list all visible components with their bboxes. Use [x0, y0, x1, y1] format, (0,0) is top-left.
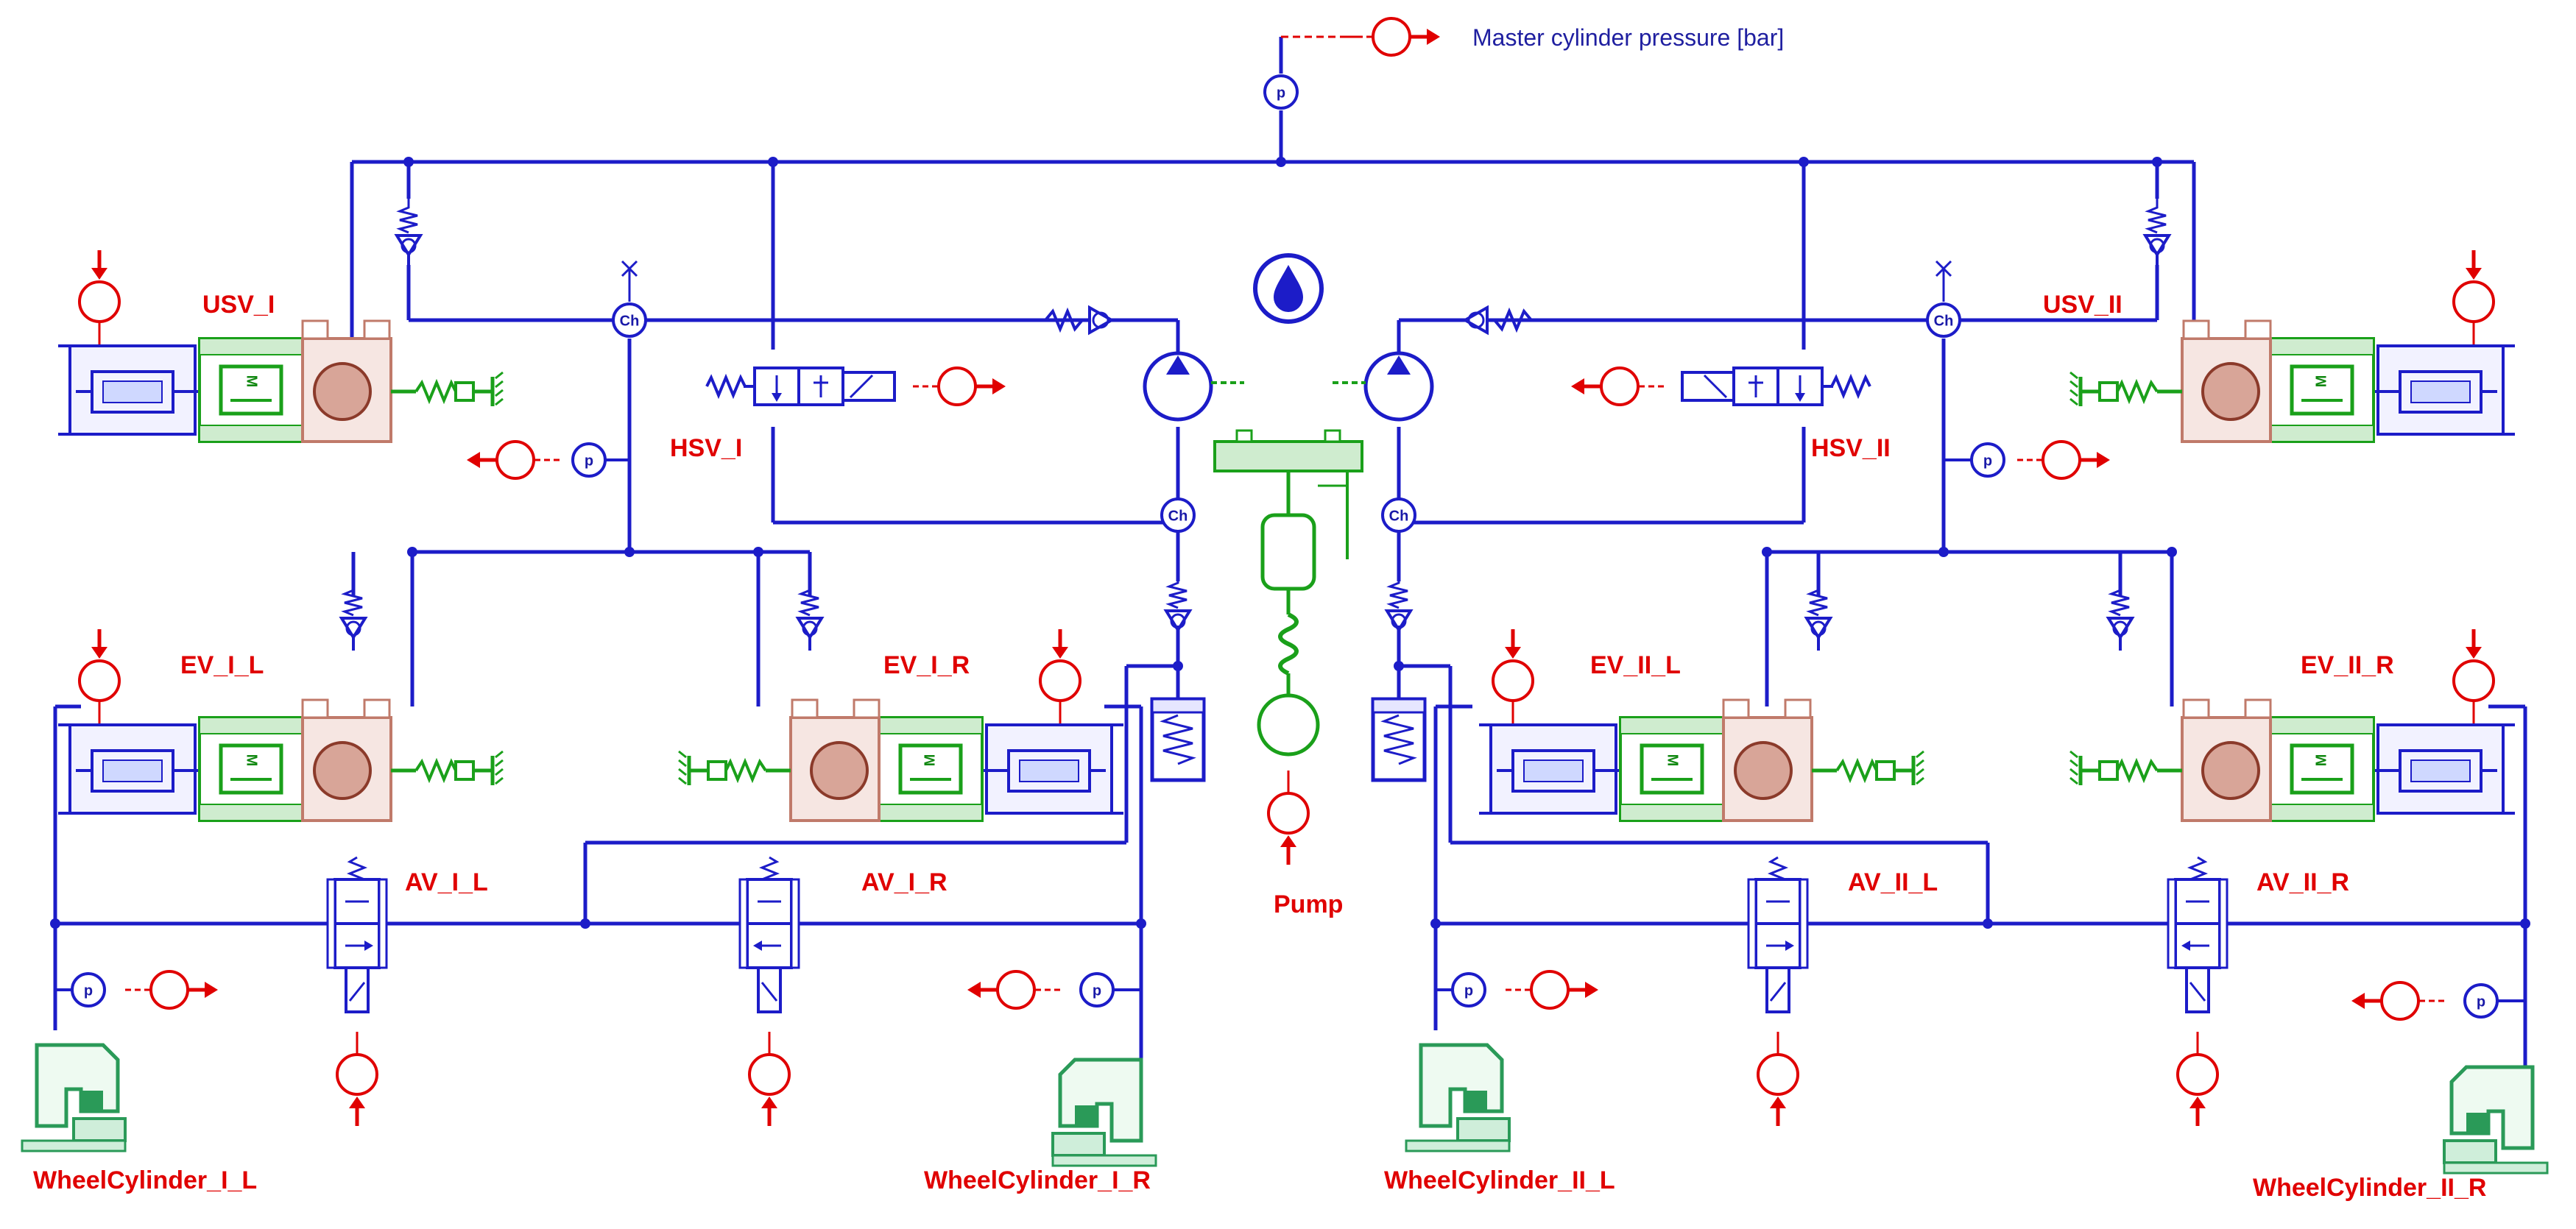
- av1l-valve: [326, 856, 388, 1126]
- hydraulic-lines: [53, 37, 2527, 1067]
- usv2-label: USV_II: [2043, 291, 2122, 319]
- ev1l-valve: [58, 580, 503, 821]
- pump2: Ch: [1333, 353, 1432, 780]
- chamber-glyph: Ch: [1389, 508, 1409, 524]
- av2l-label: AV_II_L: [1848, 868, 1938, 896]
- pump-motor: [1213, 429, 1363, 865]
- av2r-valve: [2167, 856, 2229, 1126]
- chamber-1: Ch: [612, 260, 647, 338]
- ev1r-label: EV_I_R: [883, 651, 970, 679]
- wheel1r-pressure-sensor: p: [967, 971, 1141, 1008]
- chamber-glyph: Ch: [620, 313, 640, 329]
- master-pressure-label: Master cylinder pressure [bar]: [1472, 24, 1784, 51]
- ev1l-label: EV_I_L: [180, 651, 264, 679]
- pressure-glyph: p: [1093, 982, 1101, 999]
- ev2r-label: EV_II_R: [2301, 651, 2394, 679]
- reservoir-drop-icon: [1253, 253, 1324, 324]
- ev2l-valve: [1479, 580, 1924, 821]
- pressure-glyph: p: [2477, 994, 2485, 1010]
- pump1: Ch: [1145, 353, 1244, 780]
- chamber-2: Ch: [1926, 260, 1961, 338]
- usv1-label: USV_I: [202, 291, 275, 319]
- wheel2l-pressure-sensor: p: [1436, 971, 1598, 1008]
- usv2-pressure-sensor: p: [1944, 442, 2110, 478]
- av1l-label: AV_I_L: [405, 868, 488, 896]
- hsv1-label: HSV_I: [670, 434, 742, 462]
- master-pressure-sensor: p: [1263, 18, 1440, 110]
- usv1-check-valve: [395, 197, 422, 269]
- hsv2-label: HSV_II: [1811, 434, 1891, 462]
- chamber-glyph: Ch: [1168, 508, 1188, 524]
- pump1-return-check-valve: [1044, 305, 1178, 336]
- wheel-cylinder-2l: [1406, 1045, 1509, 1151]
- junction-dots: [50, 157, 2530, 929]
- hsv2-valve: [1571, 368, 1871, 405]
- usv2-check-valve: [2144, 197, 2170, 269]
- pressure-glyph: p: [1277, 85, 1285, 101]
- pressure-glyph: p: [84, 982, 93, 999]
- ev1r-valve: [679, 580, 1123, 821]
- wheel-cylinder-2r: [2444, 1067, 2547, 1173]
- usv1-pressure-sensor: p: [467, 442, 629, 478]
- hsv1-valve: [705, 368, 1006, 405]
- wheel-cylinder-1r-label: WheelCylinder_I_R: [924, 1166, 1151, 1194]
- pressure-glyph: p: [1464, 982, 1473, 999]
- av1r-valve: [738, 856, 800, 1126]
- av1r-label: AV_I_R: [861, 868, 948, 896]
- av2l-valve: [1747, 856, 1809, 1126]
- wheel1l-pressure-sensor: p: [55, 971, 218, 1008]
- ev2l-label: EV_II_L: [1590, 651, 1681, 679]
- usv2-valve: [2070, 250, 2515, 442]
- wheel-cylinder-1r: [1053, 1060, 1156, 1166]
- pump2-return-check-valve: [1399, 305, 1533, 336]
- pressure-glyph: p: [1983, 453, 1992, 469]
- pump-label: Pump: [1274, 890, 1343, 918]
- av2r-label: AV_II_R: [2256, 868, 2349, 896]
- ev2r-valve: [2070, 580, 2515, 821]
- wheel2r-pressure-sensor: p: [2351, 982, 2525, 1019]
- wheel-cylinder-1l: [22, 1045, 125, 1151]
- wheel-cylinder-2r-label: WheelCylinder_II_R: [2253, 1174, 2486, 1202]
- pressure-glyph: p: [585, 453, 593, 469]
- usv1-valve: [58, 250, 503, 442]
- chamber-glyph: Ch: [1934, 313, 1954, 329]
- wheel-cylinder-2l-label: WheelCylinder_II_L: [1384, 1166, 1615, 1194]
- wheel-cylinder-1l-label: WheelCylinder_I_L: [33, 1166, 257, 1194]
